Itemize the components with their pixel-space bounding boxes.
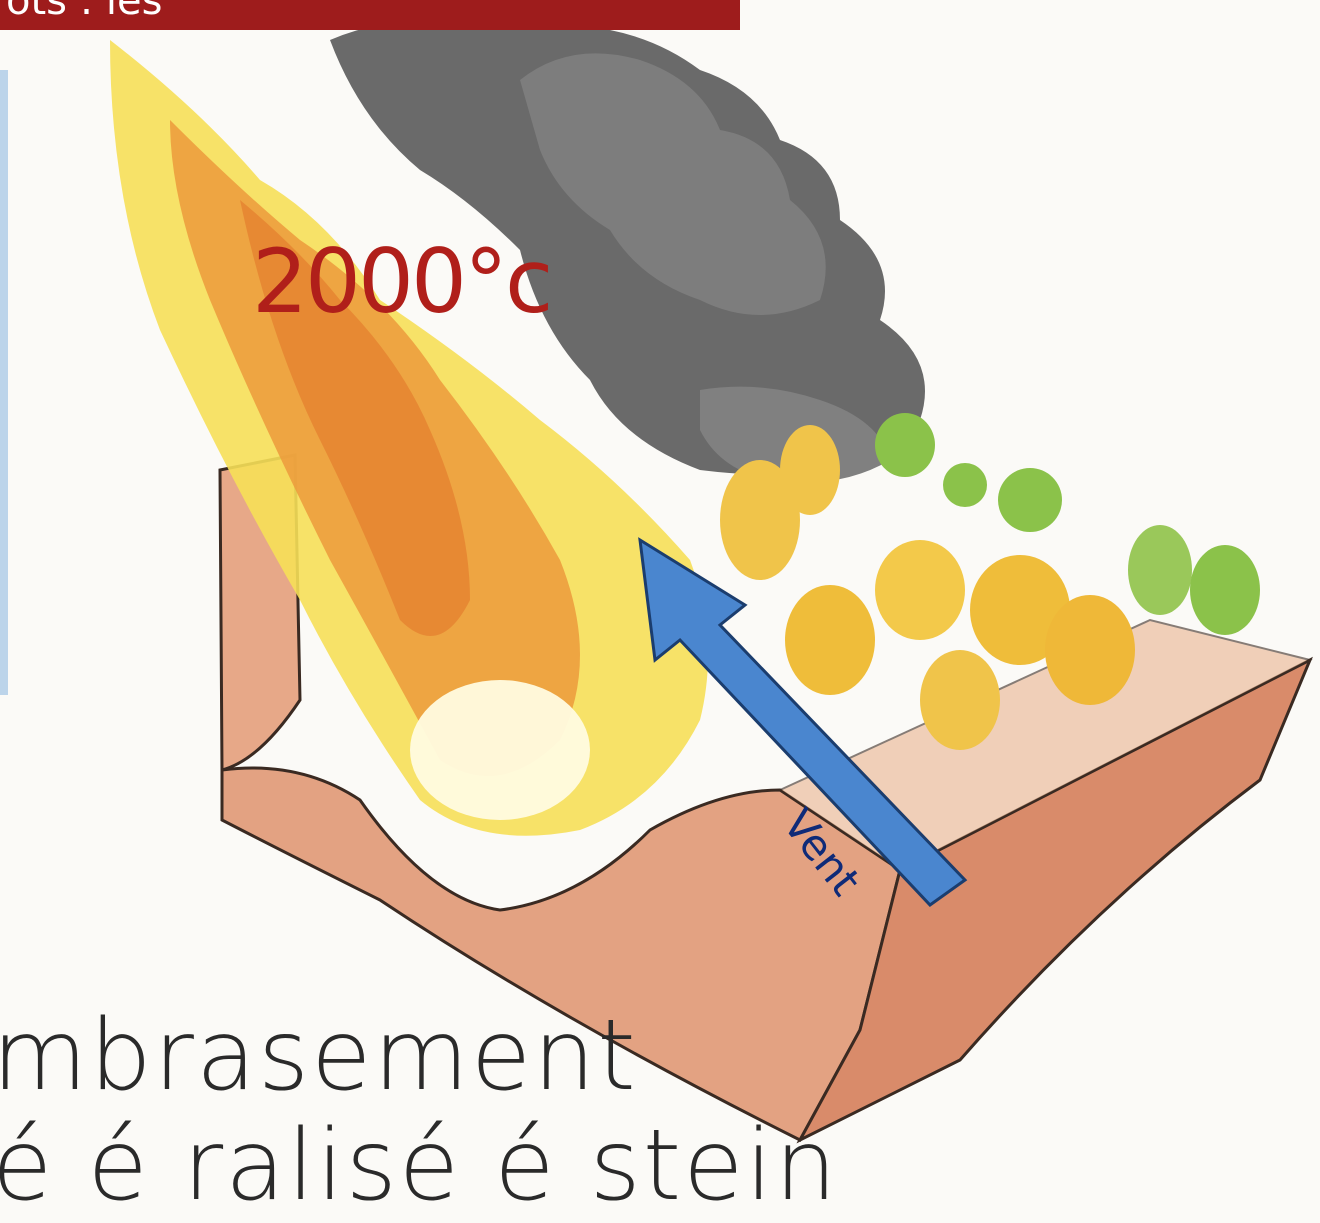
left-panel [0,70,8,695]
caption-line-2: é é ralisé é stein [0,1110,839,1222]
temperature-label: 2000°c [252,238,550,326]
caption-line-1: mbrasement [0,1000,638,1112]
fire-illustration [0,0,1320,1148]
header-tab: ots : les [0,0,740,30]
header-tab-text: ots : les [6,0,162,24]
